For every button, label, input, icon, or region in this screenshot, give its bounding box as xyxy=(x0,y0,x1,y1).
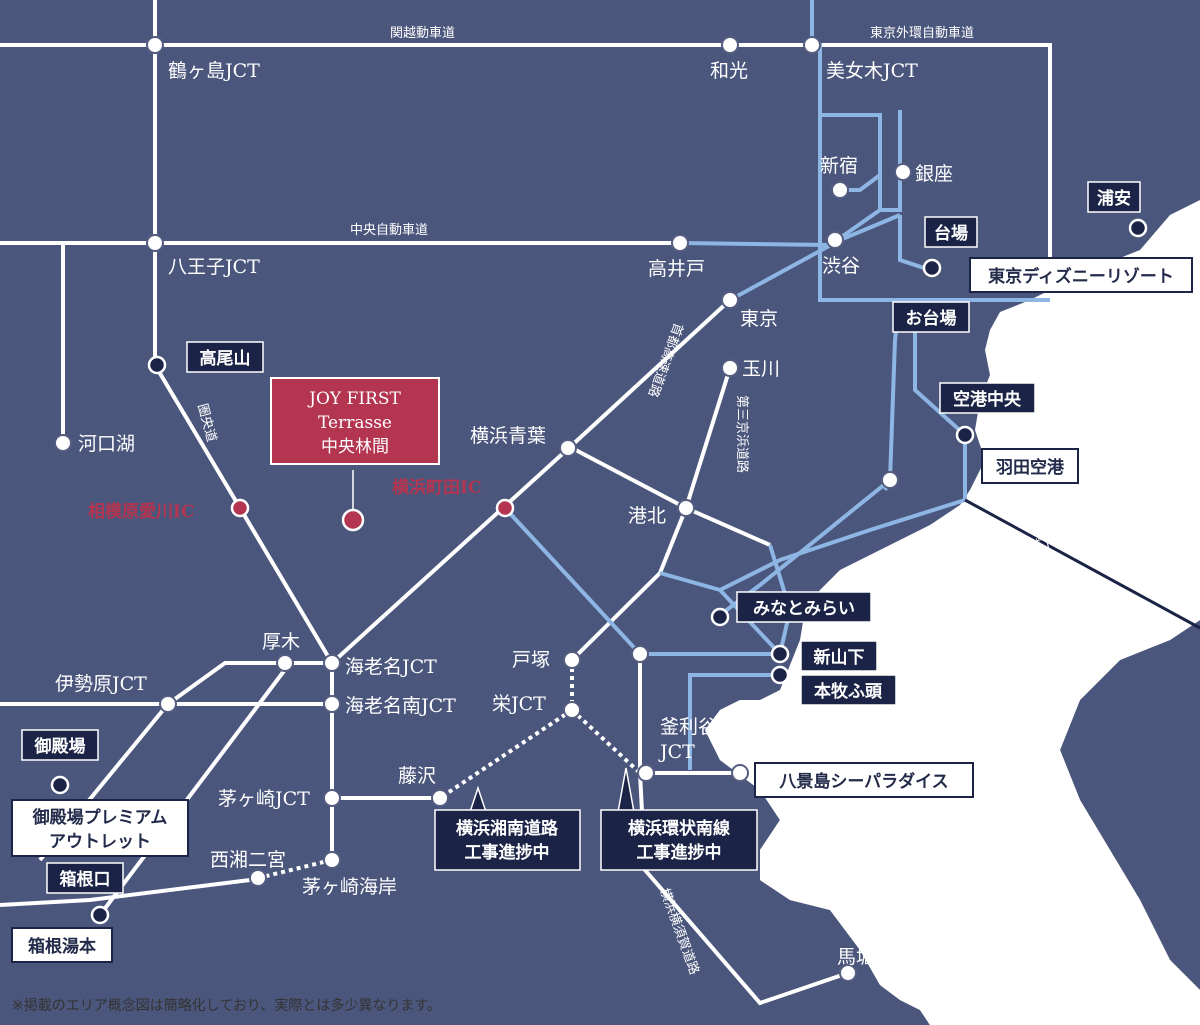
box-shinyamashita: 新山下 xyxy=(814,647,865,668)
label-yokohama-aoba: 横浜青葉 xyxy=(470,425,546,447)
box-odaiba: お台場 xyxy=(906,308,957,329)
property-line1: JOY FIRST xyxy=(307,389,401,409)
box-gotemba: 御殿場 xyxy=(34,736,86,757)
label-atsugi: 厚木 xyxy=(262,631,300,653)
label-bijogi: 美女木JCT xyxy=(826,60,918,82)
box-hakone-yumoto: 箱根湯本 xyxy=(28,936,96,957)
box-daiba: 台場 xyxy=(934,223,968,244)
kanjo-line1: 横浜環状南線 xyxy=(628,818,730,839)
box-kuko-chuo: 空港中央 xyxy=(953,389,1022,410)
label-sachiura: 幸浦 xyxy=(733,741,771,763)
box-outlet-2: アウトレット xyxy=(49,832,151,852)
box-urayasu: 浦安 xyxy=(1097,188,1131,209)
label-tokyo: 東京 xyxy=(740,308,778,330)
label-sakae: 栄JCT xyxy=(492,693,546,715)
label-chuo: 中央自動車道 xyxy=(350,223,428,238)
footnote: ※掲載のエリア概念図は簡略化しており、実際とは多少異なります。 xyxy=(12,997,441,1014)
property-line3: 中央林間 xyxy=(321,437,389,457)
label-sagamihara: 相模原愛川IC xyxy=(88,501,194,522)
label-tamagawa: 玉川 xyxy=(742,358,780,380)
dark-nodes xyxy=(50,218,1148,925)
shonan-line1: 横浜湘南道路 xyxy=(456,818,559,839)
label-nishisho: 西湘二宮 xyxy=(210,849,286,871)
property-line2: Terrasse xyxy=(318,413,392,433)
label-totsuka: 戸塚 xyxy=(512,649,550,671)
label-gaikan: 東京外環自動車道 xyxy=(870,25,974,41)
box-takaosan: 高尾山 xyxy=(200,348,251,369)
label-ebina-jct: 海老名JCT xyxy=(345,656,437,678)
label-ebina-minami: 海老名南JCT xyxy=(345,695,456,717)
box-haneda: 羽田空港 xyxy=(996,457,1065,478)
node-machida xyxy=(495,498,515,518)
construction-callouts: 横浜湘南道路 工事進捗中 横浜環状南線 工事進捗中 xyxy=(434,767,758,871)
label-ginza: 銀座 xyxy=(915,163,953,185)
label-machida: 横浜町田IC xyxy=(392,477,481,498)
label-kamariya-jct: JCT xyxy=(658,741,695,763)
label-tsurugashima: 鶴ヶ島JCT xyxy=(168,60,260,82)
kanjo-line2: 工事進捗中 xyxy=(637,842,722,863)
land-boso xyxy=(1060,620,1200,990)
label-takaido: 高井戸 xyxy=(648,258,705,280)
label-hachioji: 八王子JCT xyxy=(168,256,260,278)
label-chigasaki-jct: 茅ヶ崎JCT xyxy=(218,788,310,810)
label-isehara: 伊勢原JCT xyxy=(55,673,147,695)
label-shibuya: 渋谷 xyxy=(822,255,860,277)
box-disney: 東京ディズニーリゾート xyxy=(988,266,1174,287)
label-kamariya: 釜利谷 xyxy=(660,716,717,738)
label-daisan: 第三京浜道路 xyxy=(734,395,750,473)
label-mabori: 馬堀海岸 xyxy=(837,946,913,968)
label-kohoku: 港北 xyxy=(628,505,666,527)
box-hakkeijima: 八景島シーパラダイス xyxy=(779,771,948,792)
label-shinjuku: 新宿 xyxy=(820,155,858,177)
node-sagamihara xyxy=(230,498,250,518)
white-boxes: 東京ディズニーリゾート 羽田空港 八景島シーパラダイス 御殿場プレミアム アウト… xyxy=(11,257,1193,963)
box-hakoneguchi: 箱根口 xyxy=(60,869,111,890)
nodes xyxy=(54,36,912,982)
label-kanetsu: 関越動車道 xyxy=(390,26,455,41)
label-kawaguchiko: 河口湖 xyxy=(78,433,135,455)
node-property xyxy=(341,508,365,532)
box-honmoku: 本牧ふ頭 xyxy=(814,681,883,702)
shonan-line2: 工事進捗中 xyxy=(465,842,550,863)
property-box xyxy=(270,377,440,465)
label-wako: 和光 xyxy=(710,60,748,82)
box-outlet-1: 御殿場プレミアム xyxy=(32,807,168,828)
dark-boxes: 高尾山 浦安 台場 お台場 空港中央 みなとみらい 新山下 本牧ふ頭 御殿場 箱… xyxy=(21,181,1141,894)
label-chigasaki-kaigan: 茅ヶ崎海岸 xyxy=(302,876,397,898)
box-minatomirai: みなとみらい xyxy=(753,599,855,619)
label-fujisawa: 藤沢 xyxy=(398,765,436,787)
sea-yokohama xyxy=(705,240,1200,1025)
aqualine xyxy=(964,498,1200,630)
